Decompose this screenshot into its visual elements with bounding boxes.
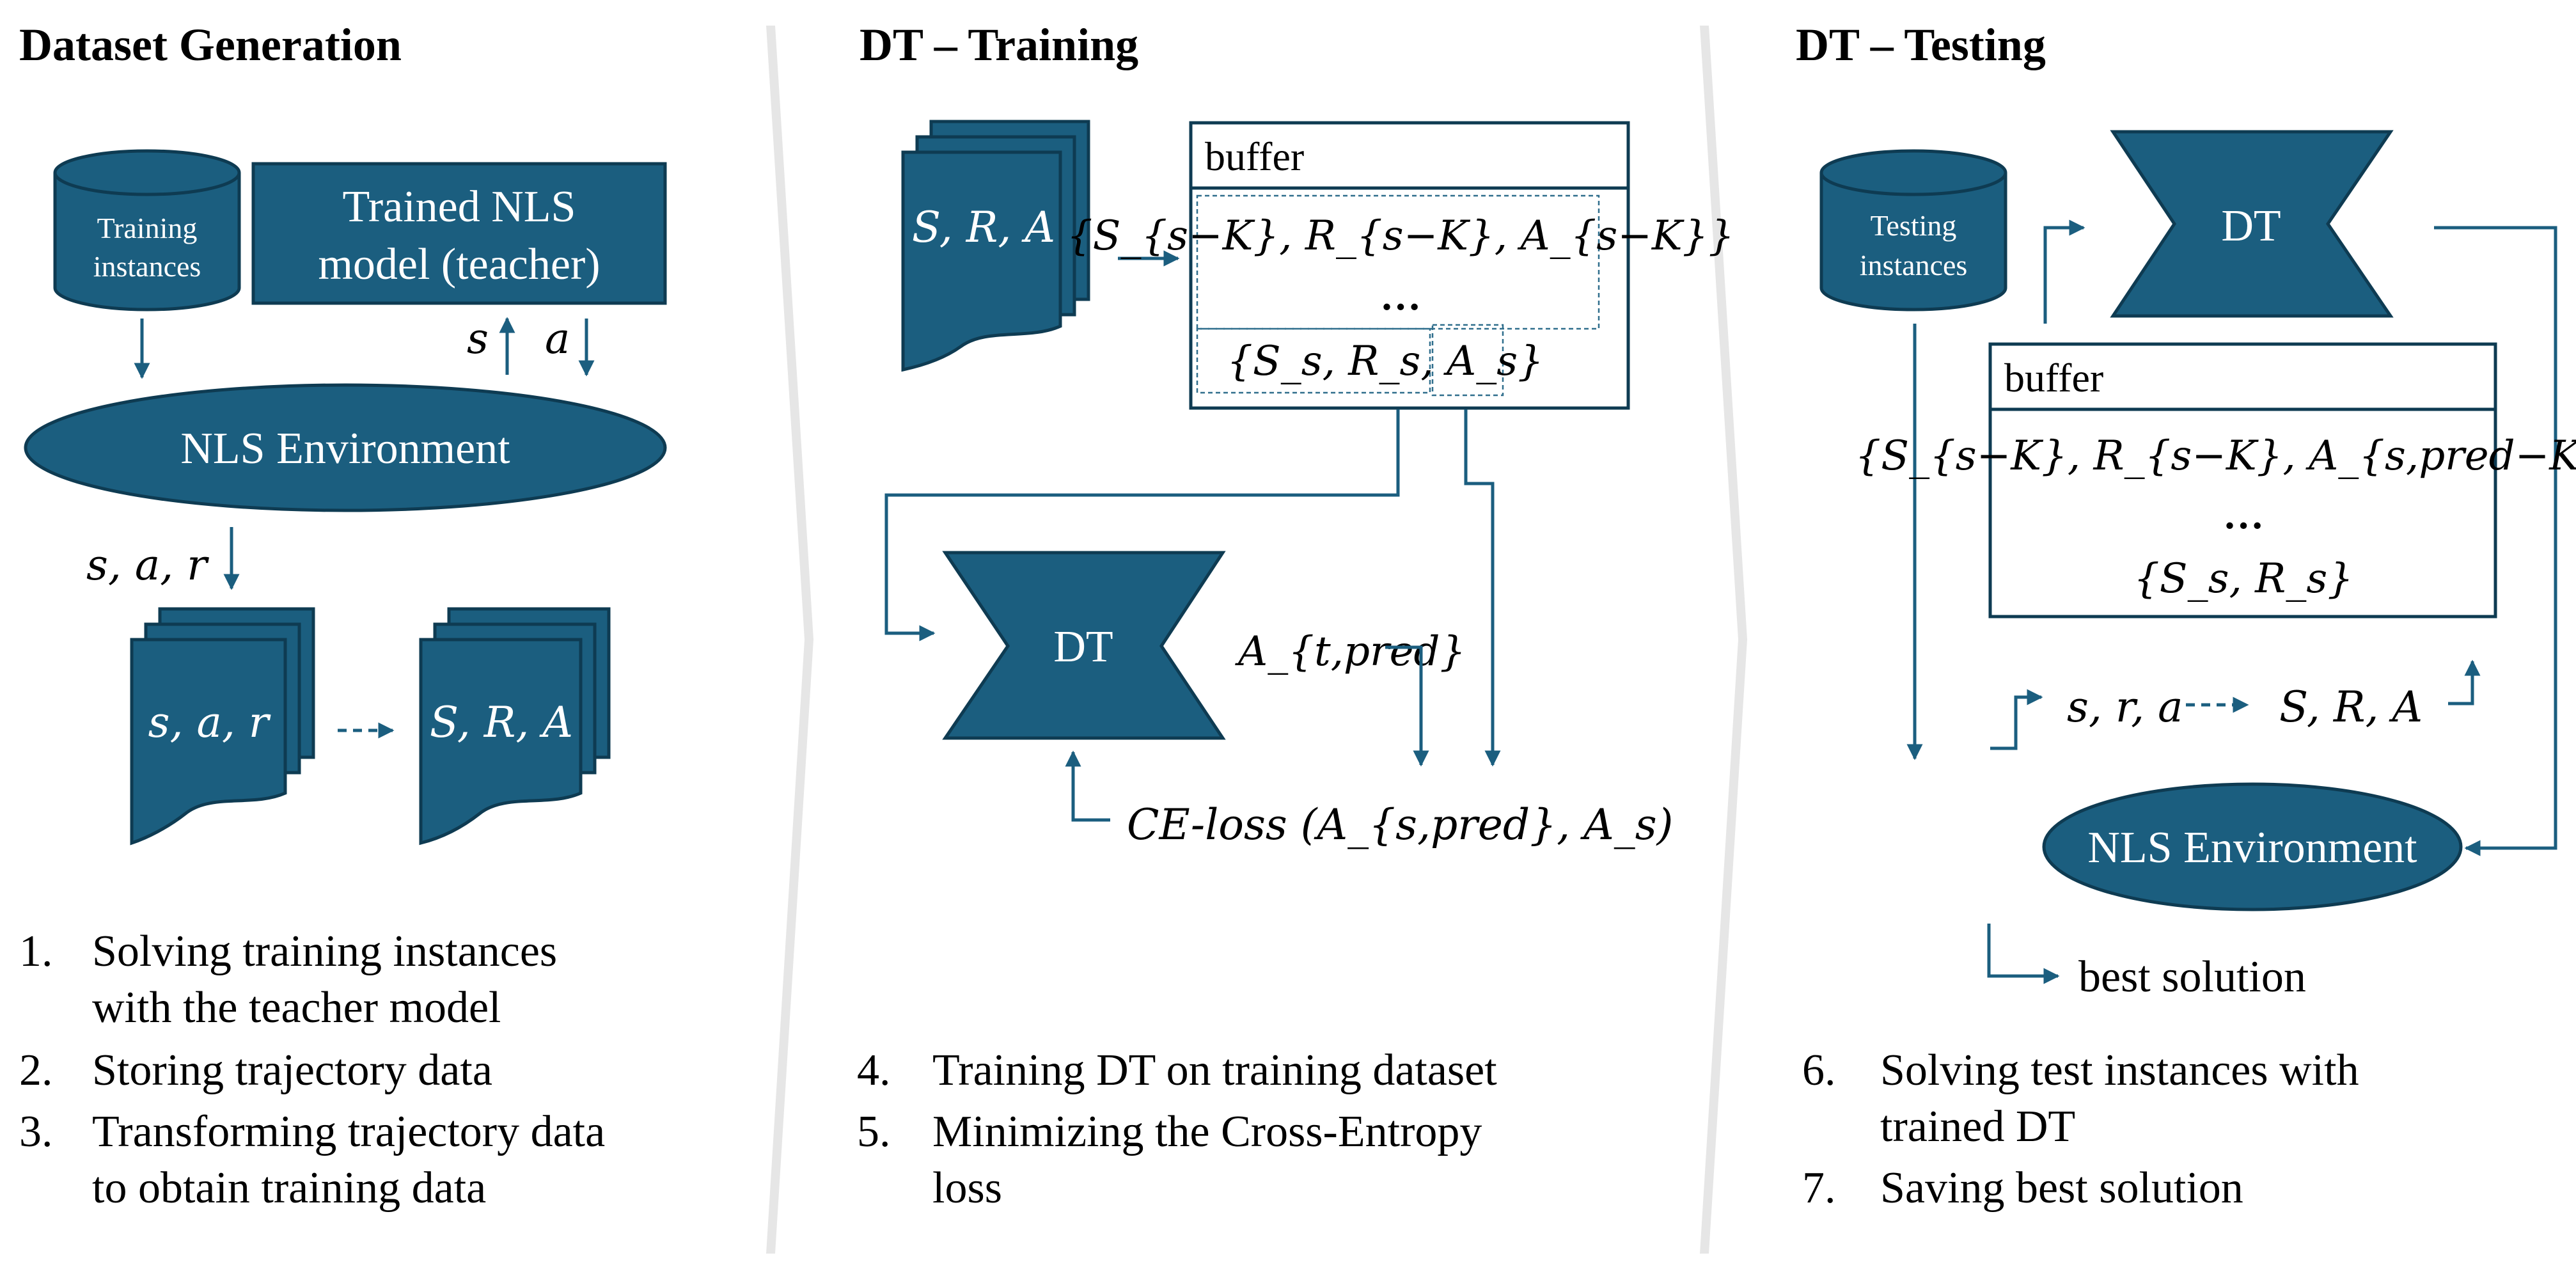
best-solution-label: best solution bbox=[2078, 952, 2306, 1002]
doc-left-label: s, a, r bbox=[148, 698, 271, 747]
steps-training: 4. Training DT on training dataset 5. Mi… bbox=[857, 1046, 1497, 1213]
ce-loss-label: CE-loss (A_{s,pred}, A_s) bbox=[1127, 800, 1673, 849]
arrow-SRA-to-buffer bbox=[2448, 659, 2481, 705]
panel-title-training: DT – Training bbox=[860, 19, 1138, 70]
step-5-num: 5. bbox=[857, 1107, 891, 1156]
step-3-num: 3. bbox=[19, 1107, 53, 1156]
dt-label-testing: DT bbox=[2221, 201, 2281, 251]
training-instances-db: Training instances bbox=[53, 149, 241, 311]
testing-db-label-2: instances bbox=[1860, 249, 1968, 281]
step-6-num: 6. bbox=[1802, 1046, 1836, 1095]
step-4-line-1: Training DT on training dataset bbox=[932, 1046, 1497, 1095]
buffer-dots-training: … bbox=[1380, 273, 1421, 319]
buffer-label-testing: buffer bbox=[2004, 355, 2103, 400]
step-5-line-1: Minimizing the Cross-Entropy bbox=[932, 1107, 1482, 1156]
panel-title-dataset: Dataset Generation bbox=[19, 19, 402, 70]
arrow-target-to-loss bbox=[1464, 409, 1501, 767]
step-5-line-2: loss bbox=[932, 1163, 1002, 1213]
label-sar: s, a, r bbox=[86, 540, 209, 590]
panel-title-testing: DT – Testing bbox=[1796, 19, 2046, 70]
doc-right-label: S, R, A bbox=[430, 698, 573, 747]
arrow-buffer-to-dt-testing bbox=[2043, 219, 2085, 324]
buffer-row1-training: {S_{s−K}, R_{s−K}, A_{s−K}} bbox=[1067, 212, 1734, 260]
dt-label-training: DT bbox=[1053, 622, 1113, 672]
step-4-num: 4. bbox=[857, 1046, 891, 1095]
arrow-pred-to-loss bbox=[1385, 645, 1429, 767]
step-1-num: 1. bbox=[19, 927, 53, 976]
buffer-dots-testing: … bbox=[2223, 492, 2264, 537]
doc-training-label: S, R, A bbox=[912, 203, 1055, 252]
training-db-label-1: Training bbox=[97, 212, 198, 244]
teacher-label-2: model (teacher) bbox=[318, 240, 600, 289]
label-s: s bbox=[467, 314, 489, 363]
arrow-buffer-to-dt bbox=[884, 409, 1400, 642]
step-6-line-1: Solving test instances with bbox=[1880, 1046, 2359, 1095]
step-2-line-1: Storing trajectory data bbox=[92, 1046, 492, 1095]
step-6-line-2: trained DT bbox=[1880, 1102, 2075, 1151]
label-sra: s, r, a bbox=[2067, 682, 2183, 732]
buffer-testing: buffer {S_{s−K}, R_{s−K}, A_{s,pred−K}} … bbox=[1855, 342, 2576, 618]
env-label-1: NLS Environment bbox=[180, 424, 510, 473]
env-label-2: NLS Environment bbox=[2087, 823, 2417, 872]
nls-environment-2: NLS Environment bbox=[2042, 782, 2463, 911]
separator-2 bbox=[1700, 26, 1747, 1254]
step-1-line-1: Solving training instances bbox=[92, 927, 557, 976]
nls-environment-1: NLS Environment bbox=[24, 383, 667, 512]
training-db-label-2: instances bbox=[93, 250, 201, 283]
buffer-label-training: buffer bbox=[1205, 134, 1304, 179]
arrow-loss-to-dt bbox=[1065, 750, 1110, 822]
buffer-row2-testing: {S_s, R_s} bbox=[2133, 555, 2353, 603]
a-pred-label: A_{t,pred} bbox=[1235, 628, 1466, 675]
buffer-training: buffer {S_{s−K}, R_{s−K}, A_{s−K}} … {S_… bbox=[1067, 121, 1734, 410]
label-a: a bbox=[545, 314, 570, 363]
buffer-row1-testing: {S_{s−K}, R_{s−K}, A_{s,pred−K}} bbox=[1855, 432, 2576, 480]
separator-1 bbox=[766, 26, 813, 1254]
dt-training: DT bbox=[942, 551, 1226, 740]
testing-instances-db: Testing instances bbox=[1819, 149, 2007, 311]
dt-testing: DT bbox=[2110, 130, 2394, 318]
arrow-dt-to-env bbox=[2434, 226, 2557, 856]
step-7-num: 7. bbox=[1802, 1163, 1836, 1213]
training-dataset-docs: S, R, A bbox=[901, 120, 1090, 372]
teacher-model-box: Trained NLS model (teacher) bbox=[251, 162, 667, 305]
step-1-line-2: with the teacher model bbox=[92, 983, 501, 1032]
step-3-line-2: to obtain training data bbox=[92, 1163, 486, 1213]
arrow-env-to-sra bbox=[1990, 689, 2043, 750]
step-3-line-1: Transforming trajectory data bbox=[92, 1107, 605, 1156]
steps-dataset: 1. Solving training instances with the t… bbox=[19, 927, 605, 1213]
teacher-label-1: Trained NLS bbox=[343, 182, 576, 232]
steps-testing: 6. Solving test instances with trained D… bbox=[1802, 1046, 2359, 1213]
arrow-env-to-best bbox=[1987, 924, 2060, 984]
training-data-docs: S, R, A bbox=[419, 607, 611, 846]
trajectory-docs: s, a, r bbox=[130, 607, 315, 846]
buffer-row2-training: {S_s, R_s, A_s} bbox=[1227, 338, 1544, 385]
step-7-line-1: Saving best solution bbox=[1880, 1163, 2243, 1213]
testing-db-label-1: Testing bbox=[1871, 209, 1957, 242]
label-SRA: S, R, A bbox=[2279, 682, 2423, 732]
step-2-num: 2. bbox=[19, 1046, 53, 1095]
